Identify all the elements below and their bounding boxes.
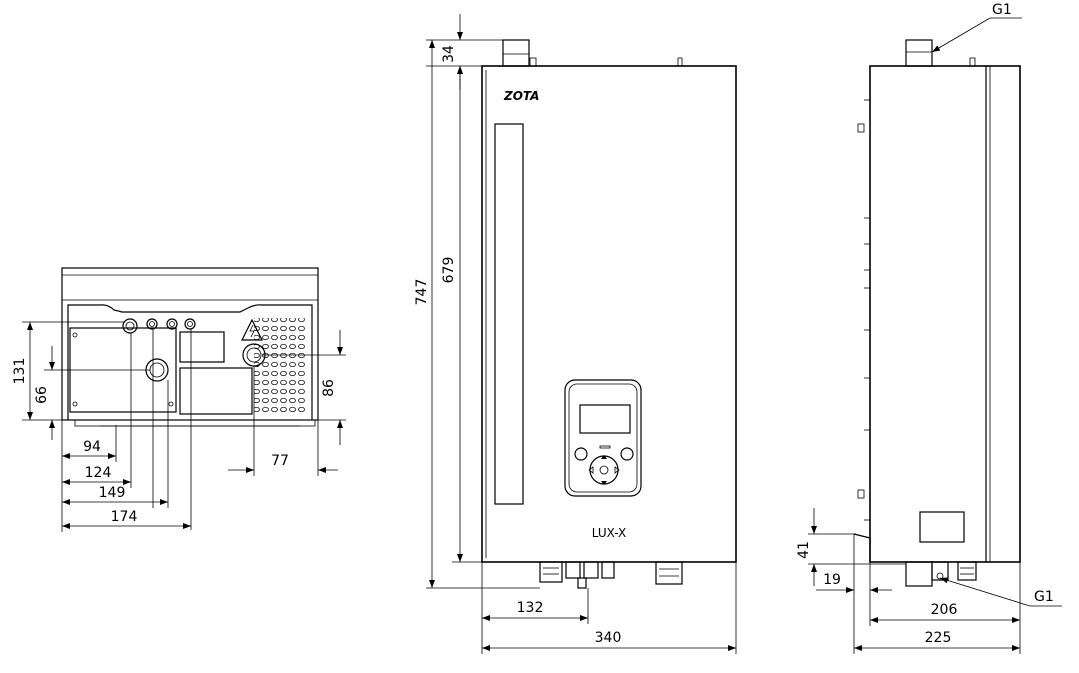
model-label: LUX-X [592, 526, 626, 540]
navigation-pad-icon [589, 455, 619, 485]
dim-225: 225 [925, 630, 952, 646]
label-g1-bottom: G1 [1034, 589, 1054, 605]
dim-124: 124 [85, 465, 112, 481]
dim-747: 747 [414, 279, 430, 306]
dim-149: 149 [99, 485, 126, 501]
dim-41: 41 [796, 541, 812, 559]
dim-340: 340 [595, 630, 622, 646]
dim-77: 77 [271, 453, 289, 469]
front-view: ZOTA LUX-X 34 [414, 14, 737, 654]
dim-34: 34 [441, 45, 457, 63]
dim-86: 86 [321, 379, 337, 397]
dim-132: 132 [517, 600, 544, 616]
dim-19: 19 [823, 572, 841, 588]
dim-94: 94 [83, 439, 101, 455]
brand-logo: ZOTA [503, 89, 539, 103]
dim-66: 66 [34, 386, 50, 404]
dim-174: 174 [111, 509, 138, 525]
control-panel [564, 379, 642, 497]
dim-131: 131 [12, 358, 28, 385]
back-button-icon [574, 447, 588, 461]
bottom-view: 131 66 94 124 149 174 86 [12, 267, 346, 532]
ok-button-icon [620, 447, 634, 461]
dim-206: 206 [931, 602, 958, 618]
display-screen [579, 404, 631, 434]
dim-679: 679 [441, 257, 457, 284]
vent-holes [254, 318, 306, 416]
label-g1-top: G1 [992, 2, 1012, 18]
side-view: G1 G1 41 19 206 225 [796, 2, 1062, 654]
